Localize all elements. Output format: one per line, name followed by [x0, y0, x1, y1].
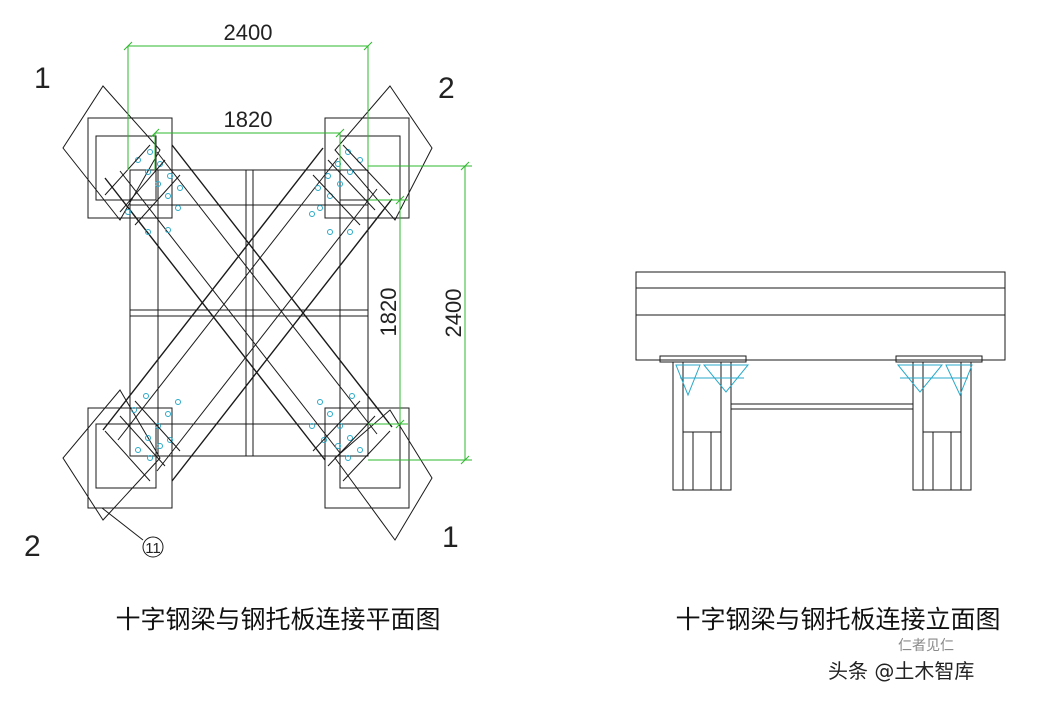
callout-label: 11 — [145, 540, 161, 557]
elevation-right-column — [895, 355, 983, 491]
corner-label-bottom-left: 2 — [24, 530, 41, 563]
corner-supports — [87, 117, 410, 509]
elevation-left-column — [659, 355, 750, 491]
cross-steel-beam — [102, 144, 393, 482]
watermark-text: 头条 @土木智库 — [828, 659, 974, 683]
watermark: 仁者见仁 头条 @土木智库 — [828, 638, 974, 683]
elevation-tie-beam — [731, 403, 913, 410]
watermark-faint-text: 仁者见仁 — [898, 638, 954, 654]
elevation-view: 十字钢梁与钢托板连接立面图 — [635, 271, 1006, 634]
bolt-groups — [104, 144, 391, 482]
dimension-lines — [123, 41, 472, 465]
plan-caption: 十字钢梁与钢托板连接平面图 — [115, 605, 440, 634]
dim-right-inner: 1820 — [376, 288, 401, 337]
corner-label-top-right: 2 — [438, 72, 455, 105]
dim-top-inner: 1820 — [224, 107, 273, 132]
corner-label-bottom-right: 1 — [442, 521, 459, 554]
elevation-caption: 十字钢梁与钢托板连接立面图 — [675, 605, 1000, 634]
end-plates — [62, 85, 433, 541]
callout-11: 11 — [101, 507, 164, 558]
corner-label-top-left: 1 — [34, 62, 51, 95]
elevation-slab — [635, 271, 1006, 361]
dim-right-outer: 2400 — [441, 289, 466, 338]
plan-view: 11 2400 1820 1820 2400 1 2 2 1 十字钢梁与钢托板连… — [24, 20, 472, 634]
dim-top-outer: 2400 — [224, 20, 273, 45]
